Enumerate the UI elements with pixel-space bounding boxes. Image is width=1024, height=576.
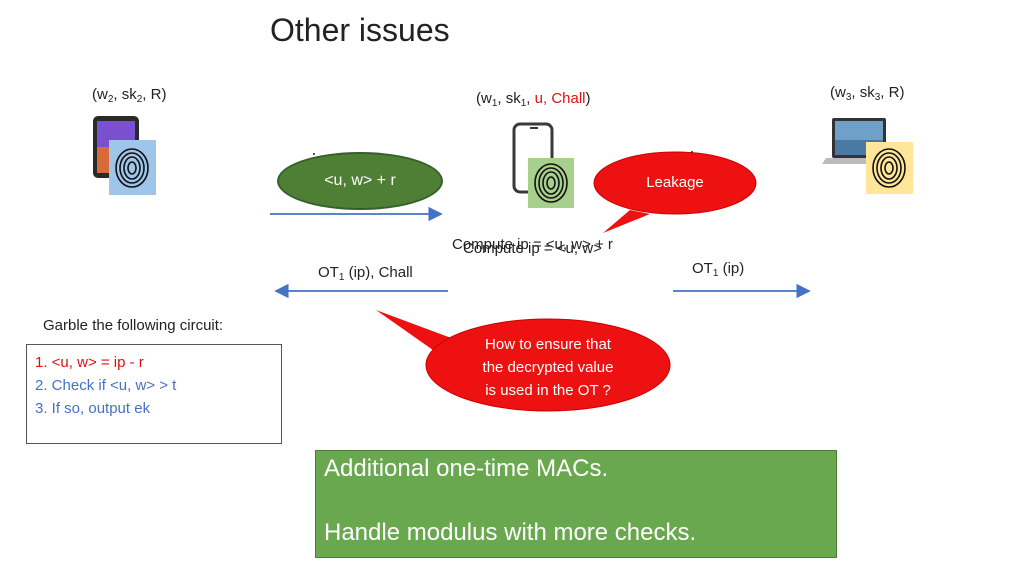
ot-right-sub: 1: [712, 268, 719, 279]
ot-right-label: OT1 (ip): [692, 260, 744, 279]
ot-left-label: OT1 (ip), Chall: [318, 264, 413, 283]
party-middle-red: u, Chall: [534, 90, 586, 107]
party-right-w: (w: [830, 84, 846, 101]
question-callout: [376, 310, 671, 412]
party-middle-w-sub: 1: [491, 98, 498, 109]
leakage-text: Leakage: [646, 174, 704, 191]
question-line-3: is used in the OT ?: [485, 382, 611, 399]
party-right-rest: , R): [880, 84, 905, 101]
party-middle-sk-sub: 1: [520, 98, 527, 109]
compute-text-plain: Compute ip = <u, w>: [463, 240, 602, 257]
party-left-label: (w2, sk2, R): [92, 86, 166, 105]
message-bubble-text: <u, w> + r: [324, 172, 396, 189]
question-line-2: the decrypted value: [482, 359, 614, 376]
party-left-w: (w: [92, 86, 108, 103]
party-right-w-sub: 3: [845, 92, 852, 103]
summary-line-2: Handle modulus with more checks.: [324, 519, 697, 546]
circuit-step-3: 3. If so, output ek: [35, 400, 151, 417]
question-line-1: How to ensure that: [485, 336, 611, 353]
compute-text-with-r: Compute ip = <u, w> + r: [452, 236, 613, 253]
leakage-callout: [593, 151, 757, 233]
circuit-step-1: 1. <u, w> = ip - r: [35, 354, 144, 371]
fingerprint-icon-middle: [528, 158, 574, 208]
party-middle-label: (w1, sk1, u, Chall): [476, 90, 591, 109]
summary-box: Additional one-time MACs. Handle modulus…: [315, 450, 837, 558]
party-right-label: (w3, sk3, R): [830, 84, 904, 103]
summary-line-1: Additional one-time MACs.: [324, 455, 609, 482]
party-middle-sep: ,: [526, 90, 535, 107]
ot-left-post: (ip), Chall: [344, 264, 413, 281]
ot-left-sub: 1: [338, 272, 345, 283]
message-bubble: <u, w> + r: [277, 152, 443, 210]
party-left-rest: , R): [142, 86, 167, 103]
party-left-sk: , sk: [113, 86, 137, 103]
fingerprint-icon-right: [866, 142, 913, 194]
party-middle-close: ): [585, 90, 591, 107]
party-left-w-sub: 2: [107, 94, 114, 105]
party-middle-sk: , sk: [497, 90, 521, 107]
circuit-steps-box: 1. <u, w> = ip - r 2. Check if <u, w> > …: [26, 344, 282, 444]
party-right-sk: , sk: [851, 84, 875, 101]
fingerprint-icon-left: [109, 140, 156, 195]
circuit-step-2: 2. Check if <u, w> > t: [35, 377, 177, 394]
garble-label: Garble the following circuit:: [43, 317, 224, 334]
party-left-sk-sub: 2: [136, 94, 143, 105]
question-text: How to ensure that the decrypted value i…: [430, 333, 666, 402]
ot-left-pre: OT: [318, 264, 339, 281]
ot-right-pre: OT: [692, 260, 713, 277]
party-right-sk-sub: 3: [874, 92, 881, 103]
ot-right-post: (ip): [718, 260, 745, 277]
party-middle-w: (w: [476, 90, 492, 107]
slide-title: Other issues: [270, 12, 450, 48]
